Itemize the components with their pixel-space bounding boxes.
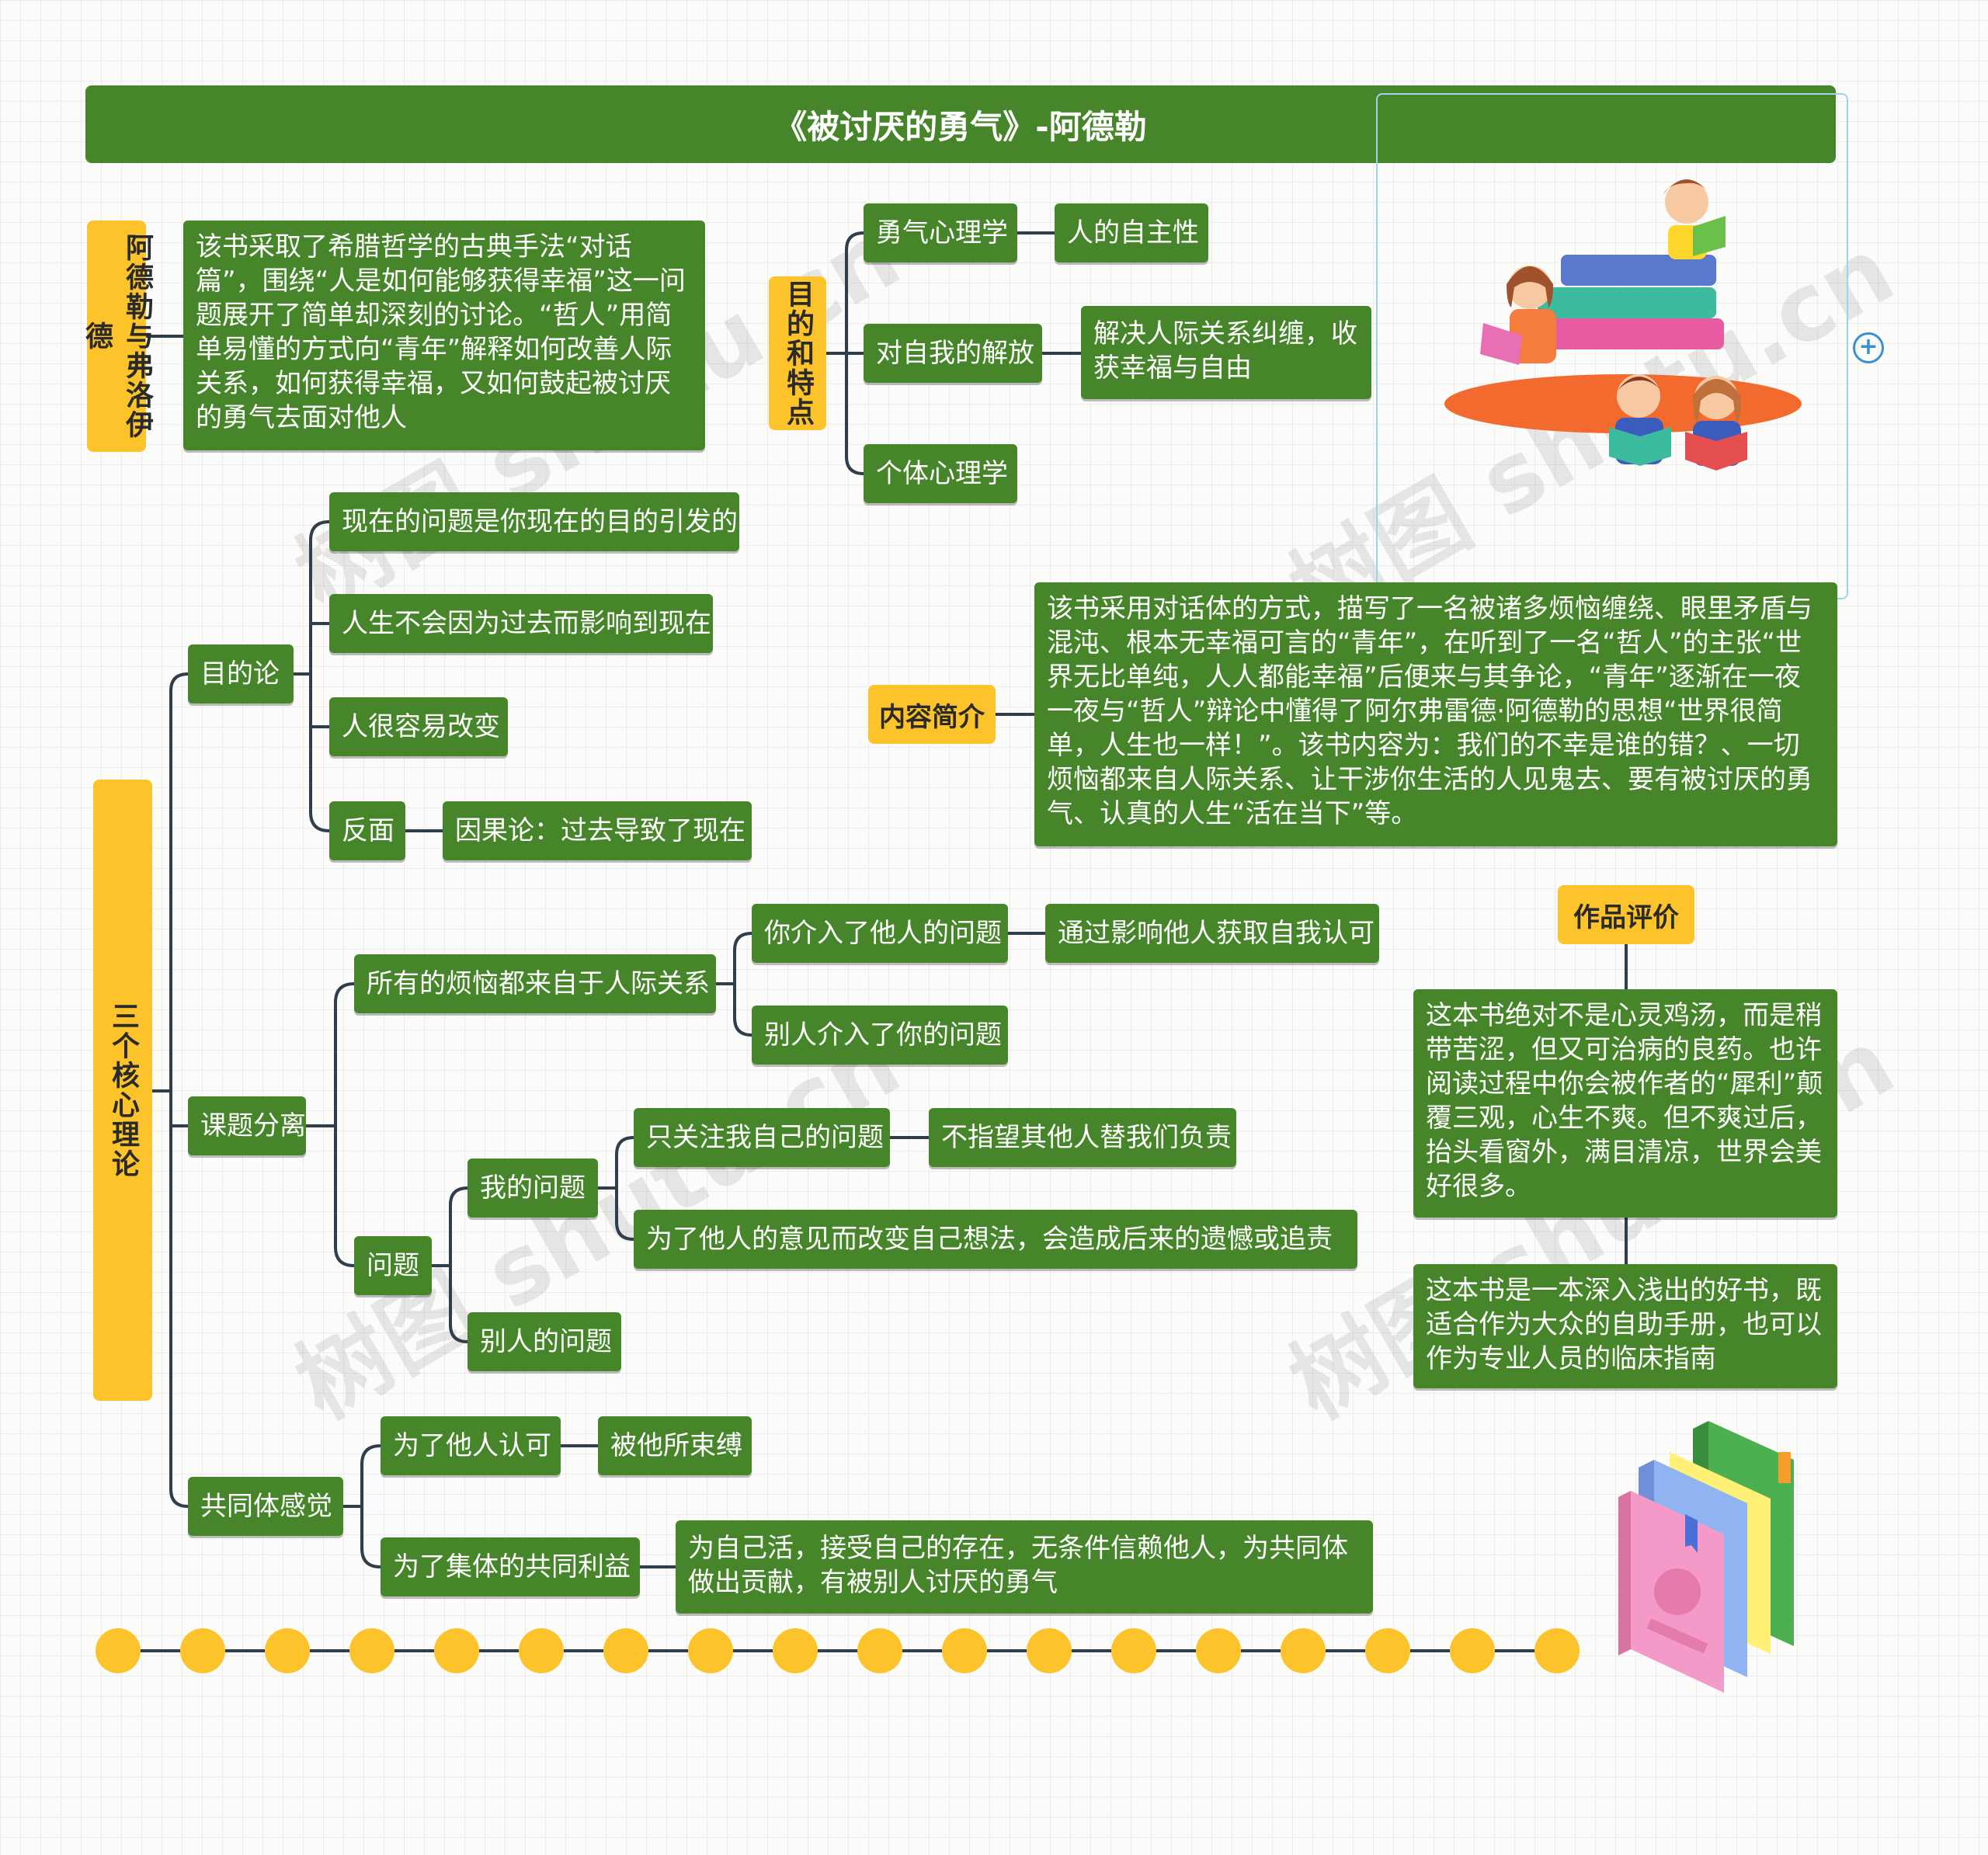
node-interpersonal-troubles[interactable]: 所有的烦恼都来自于人际关系 <box>354 954 716 1013</box>
add-node-icon[interactable]: + <box>1853 332 1884 363</box>
timeline-dot <box>603 1628 648 1673</box>
adler-freud-description[interactable]: 该书采取了希腊哲学的古典手法“对话篇”，围绕“人是如何能够获得幸福”这一问题展开… <box>183 221 705 450</box>
node-self-approval[interactable]: 通过影响他人获取自我认可 <box>1045 904 1379 963</box>
timeline-dot <box>1027 1628 1072 1673</box>
node-liberation-detail[interactable]: 解决人际关系纠缠，收获幸福与自由 <box>1081 306 1371 399</box>
timeline-dot <box>1196 1628 1241 1673</box>
node-courage-psychology[interactable]: 勇气心理学 <box>864 203 1017 262</box>
node-opposite[interactable]: 反面 <box>329 801 405 860</box>
timeline-dot <box>1281 1628 1326 1673</box>
timeline-dot <box>688 1628 733 1673</box>
timeline-dot <box>773 1628 818 1673</box>
node-human-autonomy[interactable]: 人的自主性 <box>1055 203 1208 262</box>
teleology-item[interactable]: 人生不会因为过去而影响到现在 <box>329 594 713 653</box>
branch-purpose-features[interactable]: 目的和特点 <box>769 276 826 430</box>
branch-adler-freud[interactable]: 阿德勒与弗洛伊德 <box>81 221 153 452</box>
timeline-dot <box>519 1628 564 1673</box>
node-for-approval[interactable]: 为了他人认可 <box>381 1416 561 1475</box>
node-teleology[interactable]: 目的论 <box>188 644 294 703</box>
node-others-problem[interactable]: 别人的问题 <box>467 1312 621 1371</box>
timeline-dot <box>434 1628 479 1673</box>
node-change-for-others[interactable]: 为了他人的意见而改变自己想法，会造成后来的遗憾或追责 <box>634 1210 1357 1269</box>
book-stack-illustration <box>1618 1421 1794 1693</box>
node-common-interest-detail[interactable]: 为自己活，接受自己的存在，无条件信赖他人，为共同体做出贡献，有被别人讨厌的勇气 <box>676 1520 1373 1614</box>
node-individual-psychology[interactable]: 个体心理学 <box>864 444 1017 503</box>
timeline-dot <box>265 1628 310 1673</box>
node-my-problem[interactable]: 我的问题 <box>467 1159 598 1218</box>
node-bound-by-others[interactable]: 被他所束缚 <box>598 1416 752 1475</box>
node-self-liberation[interactable]: 对自我的解放 <box>864 324 1042 383</box>
node-causality[interactable]: 因果论：过去导致了现在 <box>443 801 752 860</box>
children-reading-illustration <box>1444 179 1802 471</box>
node-task-separation[interactable]: 课题分离 <box>188 1096 306 1155</box>
timeline-dot <box>857 1628 902 1673</box>
map-title[interactable]: 《被讨厌的勇气》-阿德勒 <box>85 85 1836 163</box>
node-community-feeling[interactable]: 共同体感觉 <box>188 1477 343 1536</box>
timeline-dot <box>1450 1628 1495 1673</box>
review-text-2[interactable]: 这本书是一本深入浅出的好书，既适合作为大众的自助手册，也可以作为专业人员的临床指… <box>1413 1264 1837 1388</box>
timeline-dot <box>1534 1628 1580 1673</box>
node-others-intervene[interactable]: 别人介入了你的问题 <box>752 1006 1008 1065</box>
branch-content-summary[interactable]: 内容简介 <box>868 685 996 744</box>
review-text-1[interactable]: 这本书绝对不是心灵鸡汤，而是稍带苦涩，但又可治病的良药。也许阅读过程中你会被作者… <box>1413 989 1837 1218</box>
timeline-dot <box>1365 1628 1410 1673</box>
branch-three-core-theories[interactable]: 三个核心理论 <box>93 780 152 1401</box>
teleology-item[interactable]: 现在的问题是你现在的目的引发的 <box>329 492 739 551</box>
node-focus-self[interactable]: 只关注我自己的问题 <box>634 1108 890 1167</box>
timeline-dot <box>1111 1628 1156 1673</box>
node-common-interest[interactable]: 为了集体的共同利益 <box>381 1537 640 1596</box>
timeline-dot <box>180 1628 225 1673</box>
timeline-dot <box>96 1628 141 1673</box>
branch-review[interactable]: 作品评价 <box>1558 885 1694 944</box>
node-you-intervene[interactable]: 你介入了他人的问题 <box>752 904 1008 963</box>
teleology-item[interactable]: 人很容易改变 <box>329 697 508 756</box>
node-no-expect-others[interactable]: 不指望其他人替我们负责 <box>929 1108 1236 1167</box>
timeline-dot <box>349 1628 394 1673</box>
timeline-dot <box>942 1628 987 1673</box>
node-problem[interactable]: 问题 <box>354 1236 432 1295</box>
content-summary-text[interactable]: 该书采用对话体的方式，描写了一名被诸多烦恼缠绕、眼里矛盾与混沌、根本无幸福可言的… <box>1034 582 1837 846</box>
